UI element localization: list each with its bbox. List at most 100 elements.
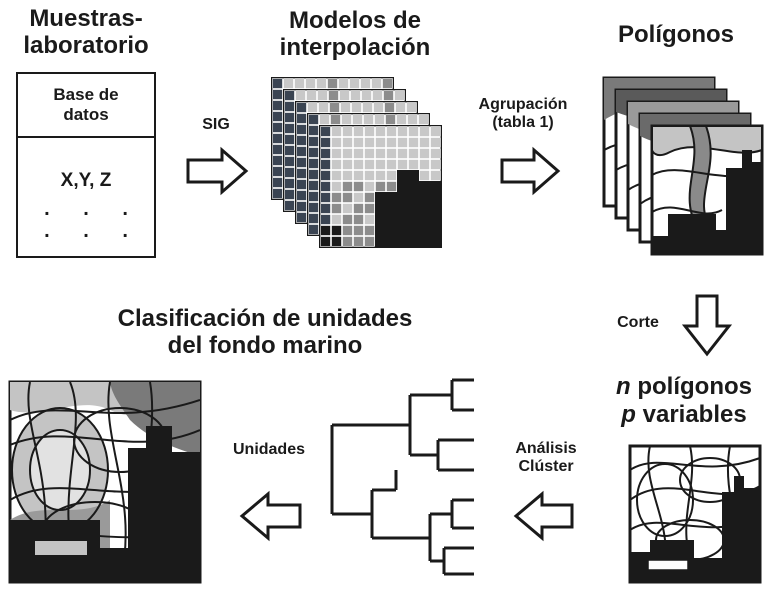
grid-cell (395, 102, 406, 113)
grid-cell (295, 90, 306, 101)
grid-layer (319, 125, 442, 248)
grid-black-region (375, 170, 441, 247)
arrow-analisis-cluster (513, 490, 574, 542)
database-box: Base de datos X,Y, Z . . . . . . (16, 72, 156, 258)
grid-cell (419, 159, 430, 170)
grid-cell (375, 170, 386, 181)
small-polygon-map (628, 444, 762, 584)
label-p-variables: p variables (598, 401, 770, 429)
grid-cell (272, 188, 283, 199)
polygon-layer-front (650, 124, 764, 256)
grid-cell (342, 192, 353, 203)
grid-cell (308, 213, 319, 224)
grid-cell (327, 78, 338, 89)
grid-cell (296, 146, 307, 157)
grid-cell (342, 148, 353, 159)
grid-cell (342, 236, 353, 247)
grid-cell (307, 102, 318, 113)
grid-cell (320, 203, 331, 214)
grid-cell (353, 236, 364, 247)
label-sig: SIG (202, 116, 230, 133)
p-variables-text: variables (635, 401, 747, 428)
grid-cell (331, 170, 342, 181)
grid-cell (320, 126, 331, 137)
grid-cell (386, 148, 397, 159)
grid-cell (284, 189, 295, 200)
grid-cell (341, 114, 352, 125)
var-p: p (621, 401, 636, 428)
grid-cell (407, 114, 418, 125)
grid-cell (272, 177, 283, 188)
arrow-unidades (239, 490, 302, 542)
grid-cell (364, 148, 375, 159)
grid-cell (372, 90, 383, 101)
grid-cell (284, 200, 295, 211)
grid-cell (360, 78, 371, 89)
grid-cell (284, 167, 295, 178)
grid-cell (338, 78, 349, 89)
grid-cell (319, 114, 330, 125)
grid-cell (353, 192, 364, 203)
grid-cell (306, 90, 317, 101)
grid-cell (308, 136, 319, 147)
grid-cell (320, 148, 331, 159)
grid-cell (397, 159, 408, 170)
grid-cell (364, 192, 375, 203)
grid-cell (320, 170, 331, 181)
label-agrupacion: Agrupación (tabla 1) (478, 96, 568, 131)
grid-cell (430, 137, 441, 148)
grid-cell (330, 114, 341, 125)
grid-cell (308, 114, 319, 125)
grid-cell (320, 236, 331, 247)
title-muestras-laboratorio: Muestras- laboratorio (23, 5, 149, 59)
grid-cell (308, 125, 319, 136)
arrow-corte (681, 294, 733, 357)
grid-cell (342, 159, 353, 170)
grid-cell (342, 225, 353, 236)
grid-cell (308, 147, 319, 158)
grid-cell (320, 214, 331, 225)
grid-cell (284, 134, 295, 145)
grid-cell (375, 159, 386, 170)
grid-cell (353, 214, 364, 225)
grid-cell (316, 78, 327, 89)
grid-cell (331, 181, 342, 192)
grid-cell (272, 133, 283, 144)
grid-cell (296, 168, 307, 179)
grid-cell (284, 156, 295, 167)
grid-cell (272, 122, 283, 133)
grid-cell (385, 114, 396, 125)
grid-cell (272, 89, 283, 100)
grid-cell (320, 137, 331, 148)
grid-cell (318, 102, 329, 113)
grid-cell (396, 114, 407, 125)
grid-cell (397, 126, 408, 137)
grid-cell (328, 90, 339, 101)
grid-cell (340, 102, 351, 113)
label-unidades: Unidades (232, 441, 305, 458)
interpolation-grid-stack (271, 77, 442, 248)
grid-cell (342, 181, 353, 192)
arrow-sig (186, 146, 249, 196)
grid-cell (408, 159, 419, 170)
polygon-stack (602, 76, 764, 256)
cluster-dendrogram (330, 378, 474, 576)
grid-cell (342, 137, 353, 148)
grid-cell (284, 90, 295, 101)
grid-cell (364, 170, 375, 181)
grid-cell (406, 102, 417, 113)
grid-cell (397, 137, 408, 148)
grid-cell (320, 225, 331, 236)
grid-cell (364, 236, 375, 247)
grid-cell (308, 169, 319, 180)
grid-cell (296, 124, 307, 135)
grid-cell (386, 181, 397, 192)
grid-cell (364, 214, 375, 225)
grid-cell (308, 202, 319, 213)
grid-cell (296, 102, 307, 113)
grid-cell (331, 236, 342, 247)
grid-cell (364, 137, 375, 148)
grid-cell (296, 157, 307, 168)
grid-cell (353, 181, 364, 192)
grid-cell (386, 159, 397, 170)
